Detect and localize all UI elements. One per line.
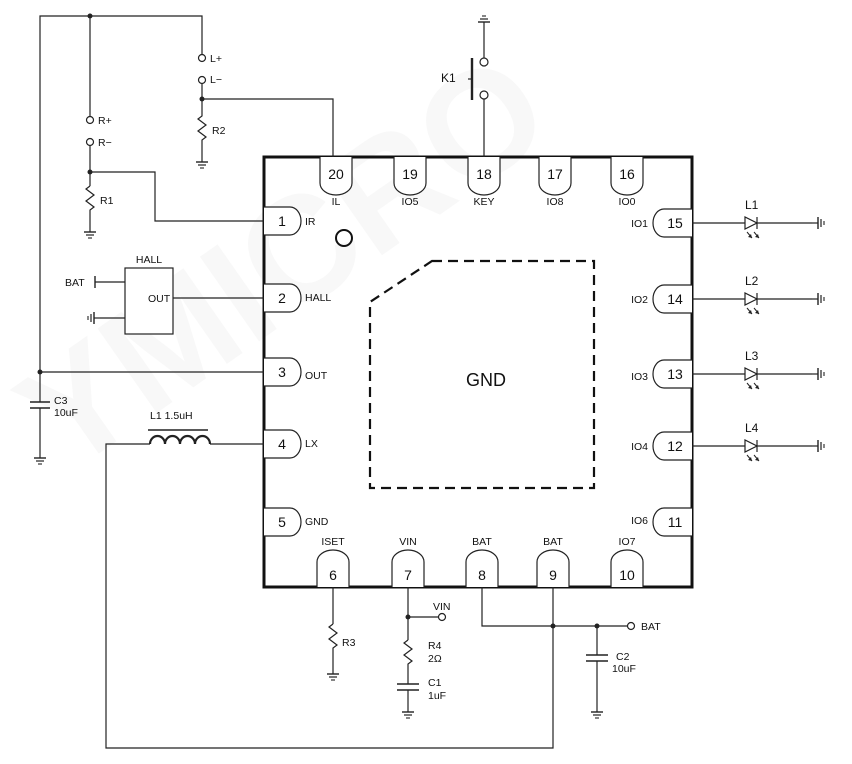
svg-text:OUT: OUT: [305, 370, 328, 382]
pin-4: 4 LX: [264, 429, 318, 459]
pin-19: 19 IO5: [393, 157, 427, 208]
svg-text:IR: IR: [305, 216, 316, 228]
label-r4-value: 2Ω: [428, 653, 442, 665]
hall-bat-label: BAT: [65, 277, 85, 289]
svg-text:IL: IL: [332, 196, 341, 208]
svg-text:18: 18: [476, 166, 492, 182]
hall-title: HALL: [136, 254, 162, 266]
pin-10: 10 IO7: [610, 536, 644, 587]
label-c2-value: 10uF: [612, 663, 636, 675]
led-l3-circuit: [692, 367, 825, 390]
label-l-plus: L+: [210, 53, 222, 65]
label-r4: R4: [428, 640, 442, 652]
svg-text:KEY: KEY: [473, 196, 494, 208]
svg-text:ISET: ISET: [321, 536, 345, 548]
svg-text:16: 16: [619, 166, 635, 182]
label-r-minus: R−: [98, 137, 112, 149]
pin-15: 15 IO1: [631, 208, 692, 238]
svg-text:VIN: VIN: [399, 536, 417, 548]
svg-text:7: 7: [404, 567, 412, 583]
label-c1: C1: [428, 677, 442, 689]
label-bat-net: BAT: [641, 621, 661, 633]
label-r2: R2: [212, 125, 226, 137]
label-led3: L3: [745, 349, 759, 363]
svg-text:11: 11: [668, 514, 683, 530]
svg-text:4: 4: [278, 436, 286, 452]
svg-text:6: 6: [329, 567, 337, 583]
hall-sensor: [87, 267, 264, 335]
pin-5: 5 GND: [264, 507, 329, 537]
svg-text:15: 15: [667, 215, 683, 231]
inductor-l1: [105, 429, 554, 749]
svg-text:IO3: IO3: [631, 371, 648, 383]
label-vin-net: VIN: [433, 601, 451, 613]
svg-text:IO2: IO2: [631, 294, 648, 306]
switch-k1: [468, 15, 491, 157]
svg-text:2: 2: [278, 290, 286, 306]
svg-text:17: 17: [547, 166, 563, 182]
pin-18: 18 KEY: [467, 157, 501, 208]
svg-text:IO4: IO4: [631, 441, 648, 453]
svg-text:IO5: IO5: [402, 196, 419, 208]
label-c1-value: 1uF: [428, 690, 446, 702]
svg-text:20: 20: [328, 166, 344, 182]
pin-1: 1 IR: [264, 206, 316, 236]
label-led2: L2: [745, 274, 759, 288]
svg-text:BAT: BAT: [543, 536, 563, 548]
exposed-pad-label: GND: [466, 370, 506, 390]
svg-text:IO8: IO8: [547, 196, 564, 208]
hall-out-label: OUT: [148, 293, 171, 305]
pin-16: 16 IO0: [610, 157, 644, 208]
pin-3: 3 OUT: [264, 357, 328, 387]
pin1-indicator: [335, 229, 353, 247]
pin-8: 8 BAT: [465, 536, 499, 587]
pin-17: 17 IO8: [538, 157, 572, 208]
svg-text:14: 14: [667, 291, 683, 307]
pin-20: 20 IL: [319, 157, 353, 208]
label-r-plus: R+: [98, 115, 112, 127]
led-l2-circuit: [692, 292, 825, 315]
exposed-pad: [368, 259, 596, 490]
pin-11: 11 IO6: [631, 507, 692, 537]
pin-6: 6 ISET: [316, 536, 350, 587]
svg-text:IO0: IO0: [619, 196, 636, 208]
svg-text:BAT: BAT: [472, 536, 492, 548]
label-c3: C3: [54, 395, 68, 407]
led-l1-circuit: [692, 216, 825, 239]
pin-9: 9 BAT: [536, 536, 570, 587]
label-r3: R3: [342, 637, 356, 649]
svg-text:8: 8: [478, 567, 486, 583]
wires-bottom: [326, 587, 636, 719]
label-c2: C2: [616, 651, 630, 663]
svg-text:13: 13: [667, 366, 683, 382]
svg-text:1: 1: [278, 213, 286, 229]
svg-text:IO1: IO1: [631, 218, 648, 230]
label-led1: L1: [745, 198, 759, 212]
label-c3-value: 10uF: [54, 407, 78, 419]
label-l-minus: L−: [210, 74, 222, 86]
label-r1: R1: [100, 195, 114, 207]
label-led4: L4: [745, 421, 759, 435]
label-k1: K1: [441, 71, 456, 85]
wires-top-left: [30, 13, 334, 465]
pin-13: 13 IO3: [631, 359, 692, 389]
pin-7: 7 VIN: [391, 536, 425, 587]
led-l4-circuit: [692, 439, 825, 462]
label-inductor: L1 1.5uH: [150, 410, 193, 422]
svg-text:3: 3: [278, 364, 286, 380]
svg-text:HALL: HALL: [305, 292, 331, 304]
pin-12: 12 IO4: [631, 431, 692, 461]
svg-text:19: 19: [402, 166, 418, 182]
svg-text:5: 5: [278, 514, 286, 530]
svg-text:IO6: IO6: [631, 515, 648, 527]
svg-text:12: 12: [667, 438, 683, 454]
svg-text:10: 10: [619, 567, 635, 583]
svg-text:GND: GND: [305, 516, 329, 528]
svg-text:IO7: IO7: [619, 536, 636, 548]
pin-2: 2 HALL: [264, 283, 331, 313]
pin-14: 14 IO2: [631, 284, 692, 314]
svg-text:9: 9: [549, 567, 557, 583]
svg-text:LX: LX: [305, 438, 318, 450]
